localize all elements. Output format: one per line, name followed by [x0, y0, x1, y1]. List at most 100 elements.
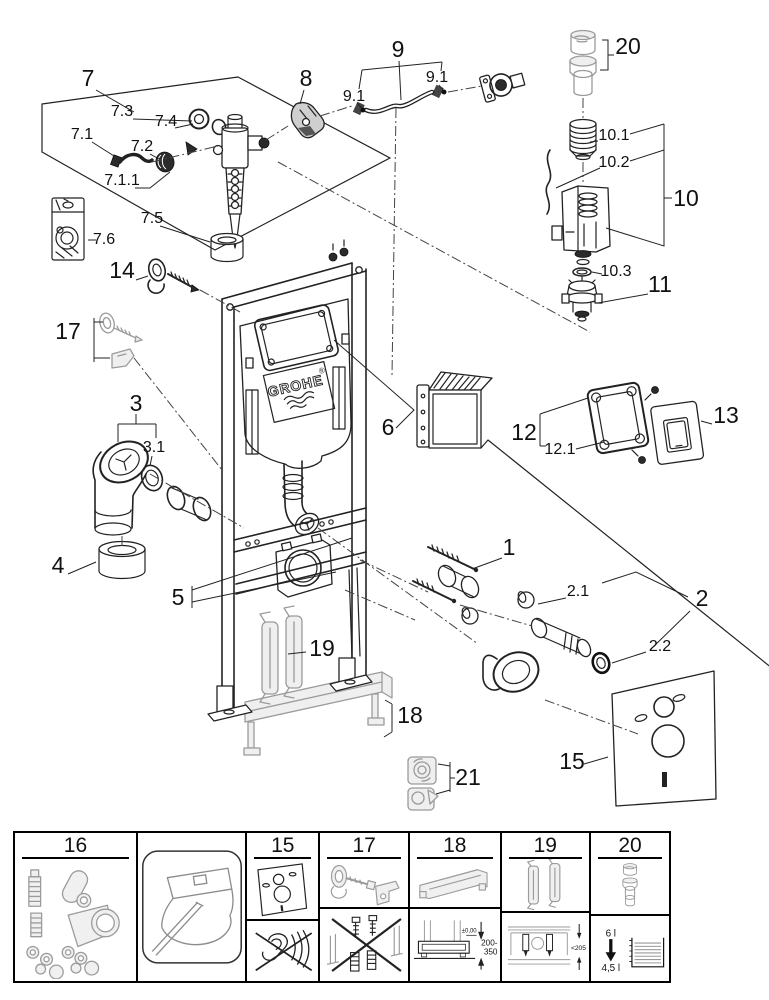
part-label-18: 18: [397, 702, 423, 728]
no-separate-fixing-icon: [320, 907, 408, 981]
wall-bracket-set: [99, 312, 143, 369]
col-18-header: 18: [416, 834, 493, 860]
inspection-box: [416, 371, 769, 667]
part-label-21: 21: [455, 764, 481, 790]
col-15-header: 15: [254, 834, 312, 860]
part-label-7: 7: [82, 65, 95, 91]
part-label-13: 13: [713, 402, 739, 428]
dim-range-1: 200-: [481, 939, 498, 948]
support-strap-icon: [502, 859, 590, 911]
toilet-installation-icon: [138, 833, 245, 981]
strap-height-diagram: <205: [501, 911, 590, 981]
part-label-6: 6: [382, 414, 395, 440]
water-supply-fitting: [479, 72, 526, 103]
part-label-11: 11: [648, 271, 672, 297]
registered-mark: ®: [318, 366, 326, 376]
part-label-7-1-1: 7.1.1: [104, 172, 140, 189]
part-label-7-1: 7.1: [71, 126, 93, 143]
valve-seal: [572, 267, 592, 277]
no-noise-ear-icon: [247, 918, 319, 981]
protective-cup: [98, 540, 146, 580]
mounting-screws: [631, 386, 659, 464]
frame-feet: [207, 657, 373, 722]
col-19-top: 19: [502, 833, 590, 911]
flush-bend: [282, 460, 320, 536]
cap: [155, 151, 175, 173]
part-label-7-6: 7.6: [93, 231, 115, 248]
part-label-5: 5: [172, 584, 185, 610]
installation-frame: GROHE ®: [207, 239, 393, 756]
part-label-3: 3: [130, 390, 143, 416]
table-col-15: 15: [247, 833, 321, 981]
table-col-19: 19: [501, 833, 592, 981]
leader-lines: [67, 39, 713, 795]
filling-valve: [212, 113, 270, 249]
part-label-10-3: 10.3: [600, 263, 631, 280]
part-labels: 7 7.3 7.4 7.1 7.2 7.1.1 7.5 7.6 8 9 9.1 …: [52, 33, 739, 790]
connector-sleeve: [166, 485, 212, 522]
bellows: [569, 118, 597, 161]
access-window: [253, 304, 339, 372]
elbow-gasket: [140, 464, 164, 492]
fastener-set-icon: [15, 859, 136, 981]
flush-volume-reduced: 4,5 l: [602, 962, 621, 973]
seal-bag: [51, 197, 85, 261]
support-straps: [259, 605, 303, 705]
part-label-9-1a: 9.1: [343, 88, 365, 105]
connection-pipe: [530, 617, 592, 658]
part-label-2: 2: [696, 585, 709, 611]
dim-zero-level: ±0,00: [462, 928, 478, 934]
part-label-3-1: 3.1: [143, 439, 165, 456]
part-label-17: 17: [55, 318, 81, 344]
flush-pipe-extension: [569, 29, 597, 97]
table-col-18: 18: [409, 833, 502, 981]
table-col-16: 16: [15, 833, 138, 981]
protection-caps: [461, 591, 535, 625]
part-label-10-2: 10.2: [598, 154, 629, 171]
inlet-hose: [110, 152, 154, 168]
pipe-sleeve: [437, 564, 480, 599]
col-16-header: 16: [22, 834, 129, 860]
part-label-9: 9: [392, 36, 405, 62]
part-label-20: 20: [615, 33, 641, 59]
threaded-rods: [412, 544, 479, 604]
valve-wire: [545, 149, 552, 215]
dim-max-height: <205: [570, 945, 585, 952]
col-19-header: 19: [508, 834, 583, 860]
part-label-12-1: 12.1: [544, 441, 575, 458]
discharge-valve-group: [545, 118, 611, 277]
floor-height-diagram: ±0,00 200- 350: [409, 907, 500, 981]
part-label-7-2: 7.2: [131, 138, 153, 155]
table-col-toilet: [138, 833, 248, 981]
part-label-2-1: 2.1: [567, 583, 589, 600]
outlet-support: [275, 533, 333, 598]
col-17-header: 17: [327, 834, 401, 860]
connection-hose: [352, 84, 447, 116]
outlet-flange: [482, 651, 540, 693]
accessory-table: 16: [13, 831, 671, 983]
col-20-top: 20: [591, 833, 669, 914]
floor-rail-icon: [410, 859, 500, 907]
outlet-union: [561, 276, 603, 322]
part-label-8: 8: [300, 65, 313, 91]
valve-body: [551, 185, 611, 266]
part-label-7-4: 7.4: [155, 113, 177, 130]
part-label-10-1: 10.1: [598, 127, 629, 144]
table-col-20: 20 6 l 4,5 l: [591, 833, 669, 981]
part-label-7-3: 7.3: [111, 103, 133, 120]
valve-cup: [210, 232, 244, 263]
wall-bracket-icon: [320, 859, 408, 907]
part-label-1: 1: [503, 534, 516, 560]
col-15-top: 15: [247, 833, 318, 919]
part-label-14: 14: [109, 257, 135, 283]
flush-volume-diagram: 6 l 4,5 l: [591, 914, 669, 981]
part-label-15: 15: [559, 748, 585, 774]
part-label-9-1b: 9.1: [426, 69, 448, 86]
sound-insulation-mat-icon: [247, 859, 318, 919]
dim-range-2: 350: [484, 948, 498, 957]
flush-pipe-icon: [591, 859, 669, 914]
part-label-19: 19: [309, 635, 335, 661]
down-arrow-icon: [605, 951, 617, 962]
tank-level-icon: [629, 937, 665, 968]
